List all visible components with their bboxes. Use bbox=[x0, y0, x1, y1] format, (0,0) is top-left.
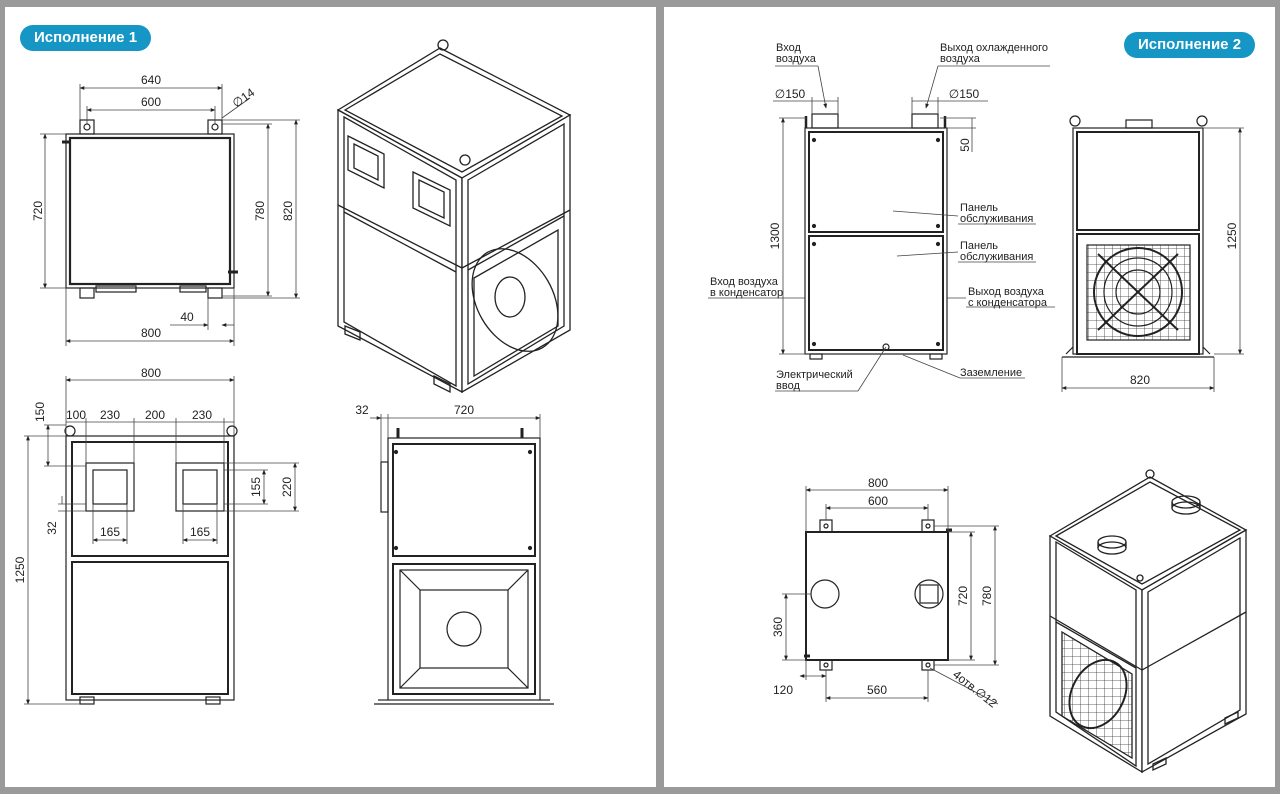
dim-side-32: 32 bbox=[355, 403, 369, 417]
v1-front-dimensions bbox=[40, 84, 300, 346]
dim-v2-1250: 1250 bbox=[1225, 222, 1239, 249]
v1-rear-view bbox=[64, 425, 238, 705]
dim-800: 800 bbox=[141, 326, 161, 340]
v2-front-annotations bbox=[708, 65, 1055, 392]
v1-isometric-view bbox=[336, 39, 572, 394]
dim-rear-230b: 230 bbox=[192, 408, 212, 422]
v2-front-view bbox=[804, 113, 948, 360]
label-panel-1b: обслуживания bbox=[960, 213, 1033, 225]
dim-rear-800: 800 bbox=[141, 366, 161, 380]
label-air-out-1: Выход охлажденного bbox=[940, 42, 1048, 54]
dim-600: 600 bbox=[141, 95, 161, 109]
variant-2-badge: Исполнение 2 bbox=[1124, 32, 1256, 58]
label-panel-1a: Панель bbox=[960, 202, 998, 214]
variant-1-badge: Исполнение 1 bbox=[20, 25, 152, 51]
dim-rear-220: 220 bbox=[280, 477, 294, 497]
dim-v2-150b: ∅150 bbox=[949, 87, 980, 101]
label-air-in-1: Вход bbox=[776, 42, 801, 54]
dim-rear-230a: 230 bbox=[100, 408, 120, 422]
v2-side-dimensions bbox=[1061, 127, 1244, 392]
dim-v2-50: 50 bbox=[958, 138, 972, 152]
dim-rear-200: 200 bbox=[145, 408, 165, 422]
label-cond-in-2: в конденсатор bbox=[710, 287, 783, 299]
dim-640: 640 bbox=[141, 73, 161, 87]
dim-rear-155: 155 bbox=[249, 477, 263, 497]
v2-top-dimensions bbox=[782, 486, 999, 705]
dim-v2-360: 360 bbox=[771, 617, 785, 637]
dim-rear-1250: 1250 bbox=[13, 556, 27, 583]
dim-rear-165b: 165 bbox=[190, 525, 210, 539]
dim-rear-32: 32 bbox=[45, 521, 59, 535]
dim-v2-560: 560 bbox=[867, 683, 887, 697]
v1-rear-dimensions bbox=[24, 376, 299, 705]
label-elec-1: Электрический bbox=[776, 369, 853, 381]
dim-v2-150a: ∅150 bbox=[775, 87, 806, 101]
label-panel-2a: Панель bbox=[960, 240, 998, 252]
dim-v2-780: 780 bbox=[980, 586, 994, 606]
dim-v2-800: 800 bbox=[868, 476, 888, 490]
v1-side-dimensions bbox=[370, 414, 541, 462]
dim-720: 720 bbox=[31, 201, 45, 221]
v1-front-view bbox=[62, 119, 238, 299]
dim-40: 40 bbox=[180, 310, 194, 324]
dim-v2-720: 720 bbox=[956, 586, 970, 606]
label-air-in-2: воздуха bbox=[776, 53, 817, 65]
label-cond-out-2: с конденсатора bbox=[968, 297, 1048, 309]
v1-side-view bbox=[374, 428, 554, 705]
dim-v2-holes: 4отв.∅12 bbox=[950, 667, 1000, 710]
dim-v2-600: 600 bbox=[868, 494, 888, 508]
v2-front-labels: Вход воздуха Выход охлажденного воздуха … bbox=[710, 42, 1048, 392]
dim-v2-120: 120 bbox=[773, 683, 793, 697]
label-air-out-2: воздуха bbox=[940, 53, 981, 65]
label-cond-in-1: Вход воздуха bbox=[710, 276, 779, 288]
label-cond-out-1: Выход воздуха bbox=[968, 286, 1045, 298]
v2-top-view bbox=[804, 519, 952, 671]
v2-side-view bbox=[1062, 115, 1214, 358]
label-elec-2: ввод bbox=[776, 380, 800, 392]
dim-820: 820 bbox=[281, 201, 295, 221]
v2-isometric-view bbox=[1048, 469, 1248, 774]
dim-hole-14: ∅14 bbox=[230, 85, 258, 110]
v1-rear-dim-labels: 800 150 100 230 200 230 155 220 32 165 1… bbox=[13, 366, 294, 583]
dim-v2-820: 820 bbox=[1130, 373, 1150, 387]
v2-side-dim-labels: 1250 820 bbox=[1130, 222, 1239, 387]
label-panel-2b: обслуживания bbox=[960, 251, 1033, 263]
v1-side-dim-labels: 32 720 bbox=[355, 403, 474, 417]
label-ground: Заземление bbox=[960, 367, 1022, 379]
dim-rear-150: 150 bbox=[33, 402, 47, 422]
dim-side-720: 720 bbox=[454, 403, 474, 417]
dim-rear-165a: 165 bbox=[100, 525, 120, 539]
dim-780: 780 bbox=[253, 201, 267, 221]
dim-v2-1300: 1300 bbox=[768, 222, 782, 249]
dim-rear-100: 100 bbox=[66, 408, 86, 422]
